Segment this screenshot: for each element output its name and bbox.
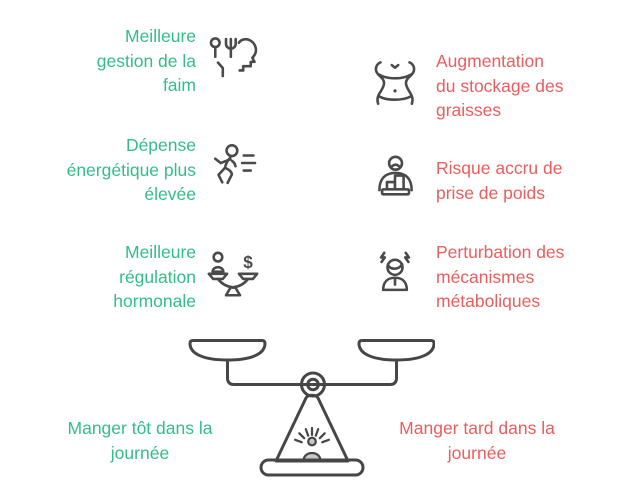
benefit-item-hunger: Meilleure gestion de la faim <box>16 25 262 97</box>
weight-gain-person-icon <box>366 152 424 210</box>
stressed-person-icon <box>366 248 424 306</box>
belly-icon <box>366 57 424 115</box>
head-nutrition-icon <box>204 32 262 90</box>
scale-pivot-inner <box>306 377 320 392</box>
scale-left-label: Manger tôt dans la journée <box>67 418 213 463</box>
risk-weight-gain-label: Risque accru de prise de poids <box>436 158 563 203</box>
scale-beam <box>226 358 398 386</box>
balance-scale-illustration <box>188 339 435 477</box>
risk-item-weight-gain: Risque accru de prise de poids <box>366 145 618 217</box>
scale-pan-early <box>188 339 267 362</box>
benefit-item-hormones: Meilleure régulation hormonale $ <box>16 241 262 313</box>
scale-pivot-outer <box>300 371 326 398</box>
dollar-sign: $ <box>243 252 253 272</box>
risk-fat-storage-label: Augmentation du stockage des graisses <box>436 50 564 121</box>
runner-icon <box>204 141 262 199</box>
benefit-energy-label: Dépense énergétique plus élevée <box>66 134 196 205</box>
benefit-hunger-label: Meilleure gestion de la faim <box>96 25 196 96</box>
scale-gauge-rays <box>294 426 330 444</box>
hormone-balance-icon: $ <box>204 248 262 306</box>
scale-right-label: Manger tard dans la journée <box>399 418 555 463</box>
risk-item-fat-storage: Augmentation du stockage des graisses <box>366 50 618 122</box>
scale-gauge-needle <box>307 436 317 447</box>
risk-item-metabolism: Perturbation des mécanismes métaboliques <box>366 241 618 313</box>
scale-base <box>259 458 365 477</box>
benefit-item-energy: Dépense énergétique plus élevée <box>16 134 262 206</box>
scale-pan-late <box>357 339 435 362</box>
benefit-hormones-label: Meilleure régulation hormonale <box>113 241 196 312</box>
risk-metabolism-label: Perturbation des mécanismes métaboliques <box>436 241 565 312</box>
